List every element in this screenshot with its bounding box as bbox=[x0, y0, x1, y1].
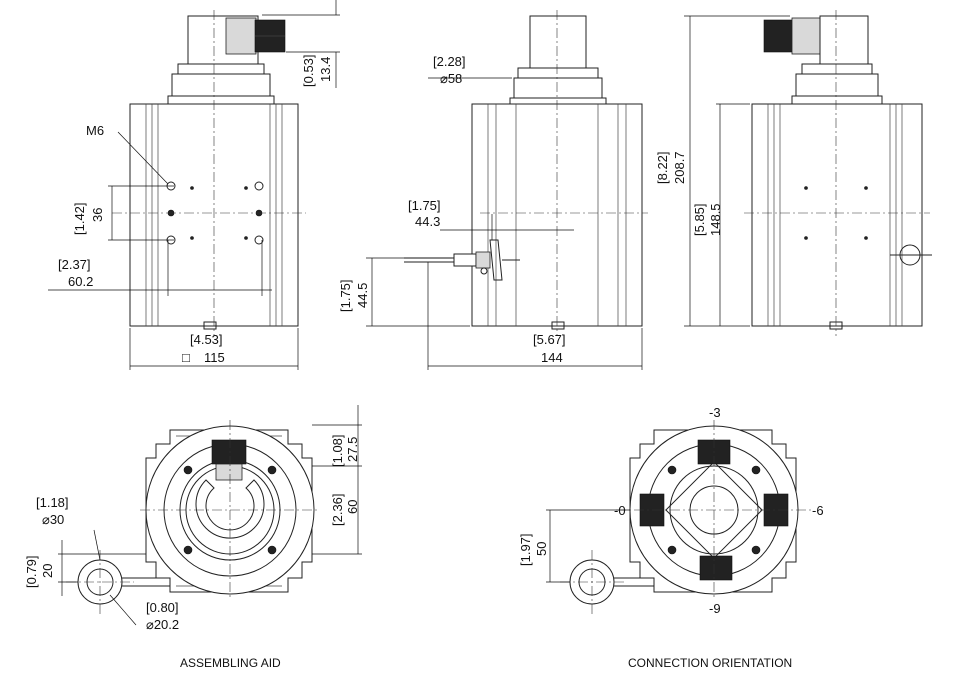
dim-body-in: [5.85] bbox=[692, 203, 707, 236]
dim-shaft-mm: 44.3 bbox=[415, 214, 440, 229]
dim-small-in: [0.80] bbox=[146, 600, 179, 615]
dim-body-mm: 148.5 bbox=[708, 203, 723, 236]
dim-shaft-in: [1.75] bbox=[408, 198, 441, 213]
rear-view: [8.22] 208.7 [5.85] 148.5 bbox=[655, 10, 932, 336]
dim-bolt-spacing-mm: 36 bbox=[90, 208, 105, 222]
dim-hole-width-mm: 60.2 bbox=[68, 274, 93, 289]
dim-width-in: [4.53] bbox=[190, 332, 223, 347]
dim-small-mm: ⌀20.2 bbox=[146, 617, 179, 632]
connection-orientation-view: -3 -0 -6 -9 [1.97] 50 CONNECTION ORIENTA… bbox=[518, 405, 824, 670]
dim-conn-in: [1.97] bbox=[518, 533, 533, 566]
square-symbol: □ bbox=[182, 350, 190, 365]
dim-conn-mm: 50 bbox=[534, 542, 549, 556]
dim-depth-in: [5.67] bbox=[533, 332, 566, 347]
dim-depth-mm: 144 bbox=[541, 350, 563, 365]
dim-hole-width-in: [2.37] bbox=[58, 257, 91, 272]
dim-height-mm: 44.5 bbox=[355, 283, 370, 308]
dim-top-in: [0.53] bbox=[301, 54, 316, 87]
pos-bottom: -9 bbox=[709, 601, 721, 616]
dim-offset-in: [0.79] bbox=[24, 555, 39, 588]
dim-dia-mm: ⌀30 bbox=[42, 512, 64, 527]
dim-bolt-spacing-in: [1.42] bbox=[72, 202, 87, 235]
dim-flange-in: [2.28] bbox=[433, 54, 466, 69]
front-view: M6 [1.42] 36 [2.37] 60.2 [0.53] 13.4 [4.… bbox=[48, 0, 340, 370]
side-view: [2.28] ⌀58 [1.75] 44.3 [1.75] 44.5 [5.67… bbox=[338, 10, 648, 370]
caption-assembling: ASSEMBLING AID bbox=[180, 656, 281, 670]
dim-total-mm: 208.7 bbox=[672, 151, 687, 184]
dim-center-in: [2.36] bbox=[330, 493, 345, 526]
dim-total-in: [8.22] bbox=[655, 151, 670, 184]
dim-center-mm: 60 bbox=[345, 500, 360, 514]
pos-top: -3 bbox=[709, 405, 721, 420]
dim-offset-mm: 20 bbox=[40, 564, 55, 578]
dim-width-mm: 115 bbox=[204, 350, 225, 365]
dim-top-mm: 13.4 bbox=[318, 57, 333, 82]
pos-right: -6 bbox=[812, 503, 824, 518]
pos-left: -0 bbox=[614, 503, 626, 518]
dim-flange-mm: ⌀58 bbox=[440, 71, 462, 86]
dim-height-in: [1.75] bbox=[338, 279, 353, 312]
dim-dia-in: [1.18] bbox=[36, 495, 69, 510]
caption-connection: CONNECTION ORIENTATION bbox=[628, 656, 792, 670]
dim-top-in: [1.08] bbox=[330, 434, 345, 467]
label-m6: M6 bbox=[86, 123, 104, 138]
dim-top-mm: 27.5 bbox=[345, 437, 360, 462]
assembling-aid-view: [1.08] 27.5 [2.36] 60 [1.18] ⌀30 [0.79] … bbox=[24, 405, 362, 670]
